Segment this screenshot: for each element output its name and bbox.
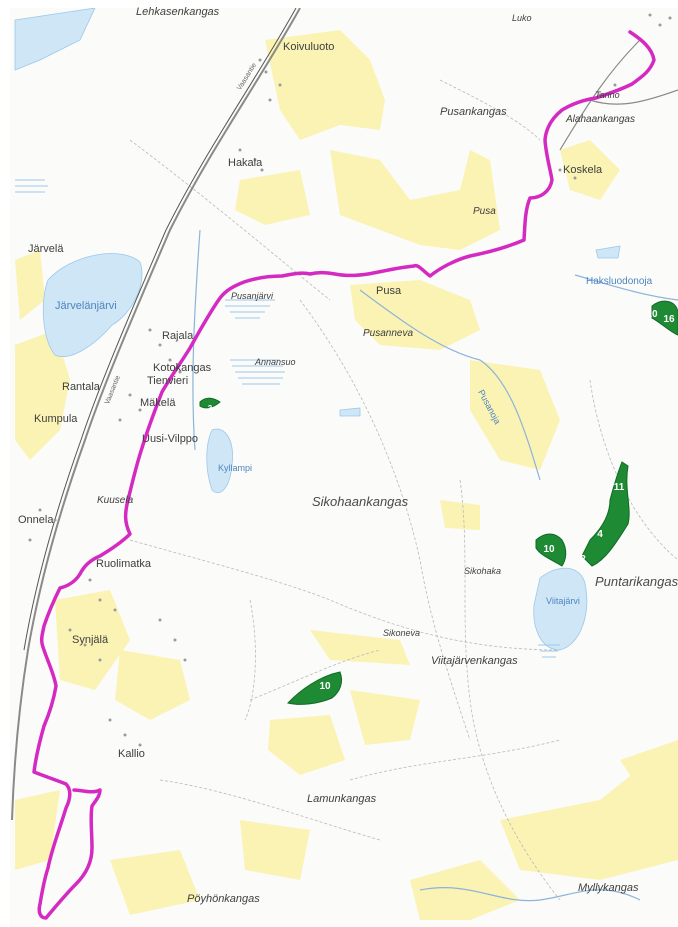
place-kuusela: Kuusela <box>97 495 134 506</box>
place-jarvelanjarvi: Järvelänjärvi <box>55 300 117 312</box>
lake-jarvelanjarvi <box>42 253 143 357</box>
field-area <box>15 330 70 460</box>
place-sikohaankangas: Sikohaankangas <box>312 494 409 509</box>
place-luko: Luko <box>512 13 532 23</box>
road <box>559 39 641 151</box>
stand-label-10-south[interactable]: 10 <box>319 681 331 692</box>
field-area <box>235 170 310 225</box>
stand-north-east <box>651 300 678 336</box>
field-area <box>310 630 410 665</box>
pond <box>595 245 621 259</box>
place-tienvieri: Tienvieri <box>147 375 189 387</box>
stand-10-east <box>535 533 567 567</box>
pond-kyllampi <box>206 428 233 494</box>
marsh-areas <box>15 179 560 658</box>
lake-viitajarvi <box>533 567 588 651</box>
field-area <box>500 760 678 880</box>
map-layer <box>11 8 678 920</box>
map-canvas[interactable]: Lehkasenkangas Koivuluoto Luko Pusankang… <box>10 6 678 927</box>
buildings <box>28 13 672 747</box>
stand-label-11[interactable]: 11 <box>613 482 625 493</box>
field-area <box>470 360 560 470</box>
stand-label-10-north-east[interactable]: 10 <box>646 309 658 320</box>
place-sikoneva: Sikoneva <box>383 628 421 638</box>
stream-pusanoja <box>359 289 541 481</box>
field-area <box>268 715 345 775</box>
place-lamunkangas: Lamunkangas <box>307 793 377 805</box>
place-pusa: Pusa <box>376 285 402 297</box>
place-annansuo: Annansuo <box>255 357 296 367</box>
place-onnela: Onnela <box>18 514 54 526</box>
pond <box>14 8 96 71</box>
place-kumpula: Kumpula <box>34 413 78 425</box>
marsh-hatch <box>230 359 285 385</box>
place-koivuluoto: Koivuluoto <box>283 41 335 53</box>
place-kyllampi: Kyllampi <box>218 463 253 473</box>
place-rantala: Rantala <box>62 381 100 393</box>
field-area <box>15 250 45 320</box>
stand-11-4-2 <box>581 461 630 567</box>
place-uusi-vilppo: Uusi-Vilppo <box>142 433 199 445</box>
stream-haksluodonoja <box>574 274 678 301</box>
place-kallio: Kallio <box>118 748 145 760</box>
place-pusanneva: Pusanneva <box>363 328 414 339</box>
field-area <box>115 650 190 720</box>
place-puntarikangas: Puntarikangas <box>595 574 678 589</box>
place-koskela: Koskela <box>563 164 603 176</box>
field-area <box>15 790 60 870</box>
pond <box>339 407 361 417</box>
field-area <box>265 30 385 140</box>
place-jarvela: Järvelä <box>28 243 64 255</box>
road <box>589 89 678 105</box>
marsh-hatch <box>538 644 560 658</box>
field-area <box>560 140 620 200</box>
field-area <box>55 590 130 690</box>
stand-3 <box>199 397 221 409</box>
railway <box>23 8 297 651</box>
field-area <box>330 150 500 250</box>
stand-label-10-east[interactable]: 10 <box>543 544 555 555</box>
stand-10-south <box>287 671 343 705</box>
place-kotokangas: Kotokangas <box>153 362 212 374</box>
place-makela: Mäkelä <box>140 397 176 409</box>
roads <box>11 8 678 821</box>
field-area <box>440 500 480 530</box>
place-synjala: Synjälä <box>72 634 109 646</box>
stand-label-16[interactable]: 16 <box>663 314 675 325</box>
place-ruolimatka: Ruolimatka <box>96 558 152 570</box>
field-area <box>350 690 420 745</box>
stream <box>419 887 641 902</box>
place-pusanjarvi: Pusanjärvi <box>231 291 274 301</box>
stand-label-2[interactable]: 2 <box>580 554 586 565</box>
place-myllykangas: Myllykangas <box>578 882 639 894</box>
marsh-hatch <box>15 179 48 193</box>
forest-tracks <box>129 79 678 901</box>
field-area <box>110 850 200 915</box>
place-viitajarvi: Viitajärvi <box>546 596 580 606</box>
open-land-areas <box>15 30 678 920</box>
place-pusankangas: Pusankangas <box>440 106 507 118</box>
field-area <box>240 820 310 880</box>
place-tarino: Tarino <box>595 90 620 100</box>
boundary-line <box>32 30 656 920</box>
place-pusa-nw: Pusa <box>473 206 496 217</box>
place-viitajarvenkangas: Viitajärvenkangas <box>431 655 518 667</box>
place-poyhonkangas: Pöyhönkangas <box>187 893 260 905</box>
place-rajala: Rajala <box>162 330 194 342</box>
marsh-hatch <box>225 299 275 319</box>
place-sikohaka: Sikohaka <box>464 566 502 576</box>
place-haksluodonoja: Haksluodonoja <box>586 276 653 287</box>
forest-stands <box>199 300 678 705</box>
place-alahaankangas: Alahaankangas <box>566 114 635 125</box>
road-vaasantie <box>11 8 301 821</box>
stand-label-4[interactable]: 4 <box>597 529 603 540</box>
field-area <box>350 280 480 350</box>
field-area <box>410 860 520 920</box>
water-bodies <box>14 8 621 651</box>
field-area <box>620 740 678 800</box>
place-hakala: Hakala <box>228 157 263 169</box>
stand-label-3[interactable]: 3 <box>207 404 213 413</box>
place-lehkasenkangas: Lehkasenkangas <box>136 6 220 18</box>
